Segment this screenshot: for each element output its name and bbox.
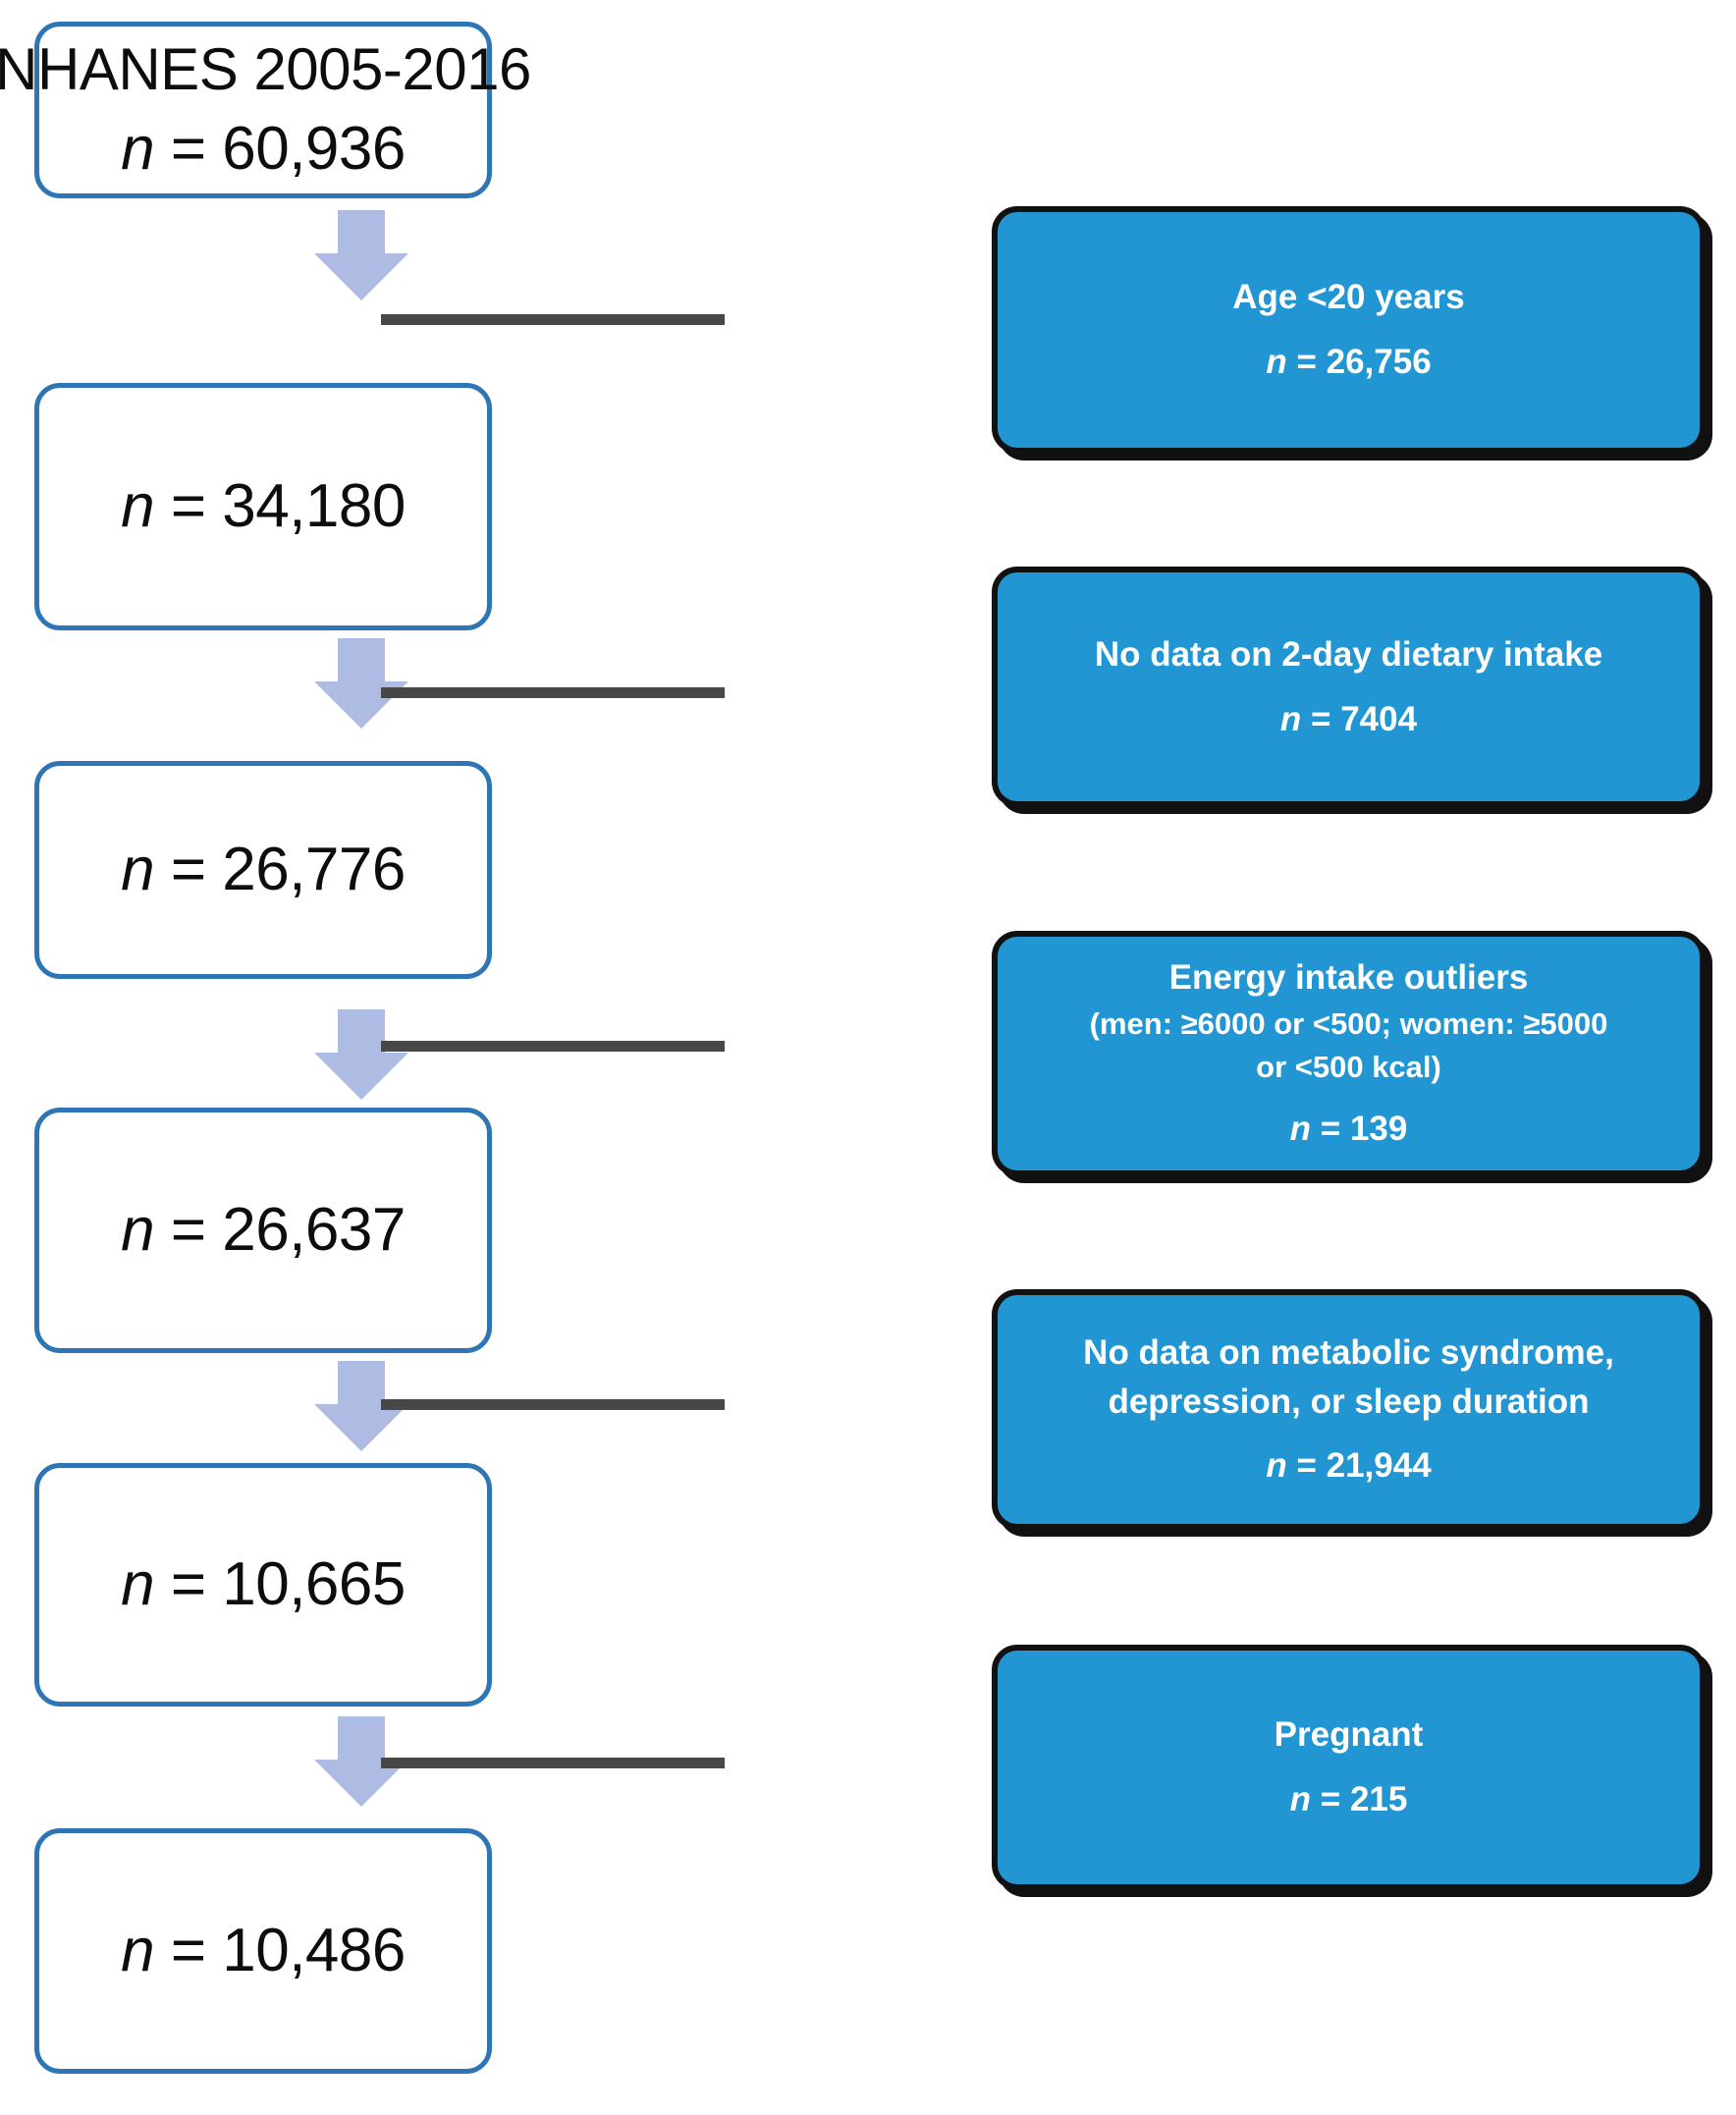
flow-box-6-count: n = 10,486 bbox=[121, 1911, 406, 1991]
n-symbol: n bbox=[121, 114, 155, 183]
exclusion-box-3-reason-line-2: (men: ≥6000 or <500; women: ≥5000 bbox=[1089, 1005, 1608, 1041]
exclusion-box-2-count: n = 7404 bbox=[1280, 695, 1417, 744]
n-symbol: n bbox=[121, 1550, 155, 1619]
flow-box-4: n = 26,637 bbox=[34, 1108, 492, 1353]
flow-box-3: n = 26,776 bbox=[34, 761, 492, 979]
exclusion-box-3: Energy intake outliers (men: ≥6000 or <5… bbox=[992, 931, 1706, 1176]
flow-box-1: NHANES 2005-2016 n = 60,936 bbox=[0, 22, 531, 198]
n-value: = 215 bbox=[1320, 1780, 1408, 1818]
exclusion-box-3-count: n = 139 bbox=[1290, 1105, 1408, 1154]
n-value: = 26,776 bbox=[170, 836, 407, 904]
exclusion-box-4-reason-line-2: depression, or sleep duration bbox=[1108, 1382, 1590, 1421]
exclusion-box-3-reason-line-3: or <500 kcal) bbox=[1256, 1050, 1441, 1084]
arrow-shaft bbox=[338, 1716, 385, 1762]
arrow-shaft bbox=[338, 638, 385, 683]
flow-box-5-count: n = 10,665 bbox=[121, 1545, 406, 1625]
down-arrow-4 bbox=[314, 1361, 408, 1451]
arrow-shaft bbox=[338, 210, 385, 255]
n-symbol: n bbox=[1266, 1446, 1287, 1486]
n-value: = 21,944 bbox=[1296, 1446, 1432, 1486]
n-symbol: n bbox=[1289, 1110, 1312, 1149]
flow-box-3-count: n = 26,776 bbox=[121, 830, 406, 910]
exclusion-box-5-reason-line-1: Pregnant bbox=[1274, 1715, 1424, 1755]
arrow-head bbox=[314, 253, 408, 300]
exclusion-box-3-reason-line-1: Energy intake outliers bbox=[1168, 958, 1529, 998]
arrow-shaft bbox=[338, 1009, 385, 1055]
n-symbol: n bbox=[121, 836, 155, 904]
n-symbol: n bbox=[121, 472, 155, 541]
n-value: = 10,665 bbox=[170, 1550, 407, 1619]
n-symbol: n bbox=[1289, 1780, 1312, 1818]
exclusion-box-5: Pregnant n = 215 bbox=[992, 1645, 1706, 1890]
exclusion-box-1-reason-line-1: Age <20 years bbox=[1232, 278, 1465, 317]
connector-line-2 bbox=[381, 687, 725, 698]
arrow-head bbox=[314, 1053, 408, 1100]
arrow-shaft bbox=[338, 1361, 385, 1406]
flow-box-1-count: n = 60,936 bbox=[121, 109, 406, 190]
n-symbol: n bbox=[1266, 343, 1287, 381]
arrow-head bbox=[314, 1404, 408, 1451]
connector-line-3 bbox=[381, 1041, 725, 1052]
n-symbol: n bbox=[121, 1196, 155, 1265]
connector-line-4 bbox=[381, 1399, 725, 1410]
n-value: = 139 bbox=[1320, 1110, 1408, 1149]
exclusion-box-4-reason-line-1: No data on metabolic syndrome, bbox=[1083, 1332, 1614, 1372]
down-arrow-1 bbox=[314, 210, 408, 300]
exclusion-box-1: Age <20 years n = 26,756 bbox=[992, 206, 1706, 454]
flow-box-1-title: NHANES 2005-2016 bbox=[0, 36, 531, 103]
connector-line-1 bbox=[381, 314, 725, 325]
down-arrow-5 bbox=[314, 1716, 408, 1807]
n-value: = 26,637 bbox=[170, 1196, 407, 1265]
exclusion-box-4-count: n = 21,944 bbox=[1266, 1441, 1431, 1491]
exclusion-box-2-reason-line-1: No data on 2-day dietary intake bbox=[1094, 634, 1603, 674]
n-symbol: n bbox=[1279, 699, 1302, 738]
n-value: = 60,936 bbox=[170, 114, 407, 183]
exclusion-box-2: No data on 2-day dietary intake n = 7404 bbox=[992, 567, 1706, 807]
connector-line-5 bbox=[381, 1758, 725, 1768]
flow-box-2-count: n = 34,180 bbox=[121, 466, 406, 547]
flow-box-2: n = 34,180 bbox=[34, 383, 492, 630]
flow-box-5: n = 10,665 bbox=[34, 1463, 492, 1707]
exclusion-box-1-count: n = 26,756 bbox=[1266, 338, 1431, 387]
n-value: = 7404 bbox=[1311, 699, 1418, 738]
exclusion-box-5-count: n = 215 bbox=[1290, 1775, 1408, 1824]
exclusion-box-4: No data on metabolic syndrome, depressio… bbox=[992, 1289, 1706, 1530]
n-symbol: n bbox=[121, 1917, 155, 1985]
n-value: = 34,180 bbox=[170, 472, 407, 541]
n-value: = 26,756 bbox=[1296, 343, 1432, 381]
n-value: = 10,486 bbox=[170, 1917, 407, 1985]
down-arrow-2 bbox=[314, 638, 408, 729]
flow-box-4-count: n = 26,637 bbox=[121, 1190, 406, 1271]
down-arrow-3 bbox=[314, 1009, 408, 1100]
flow-box-6: n = 10,486 bbox=[34, 1828, 492, 2074]
